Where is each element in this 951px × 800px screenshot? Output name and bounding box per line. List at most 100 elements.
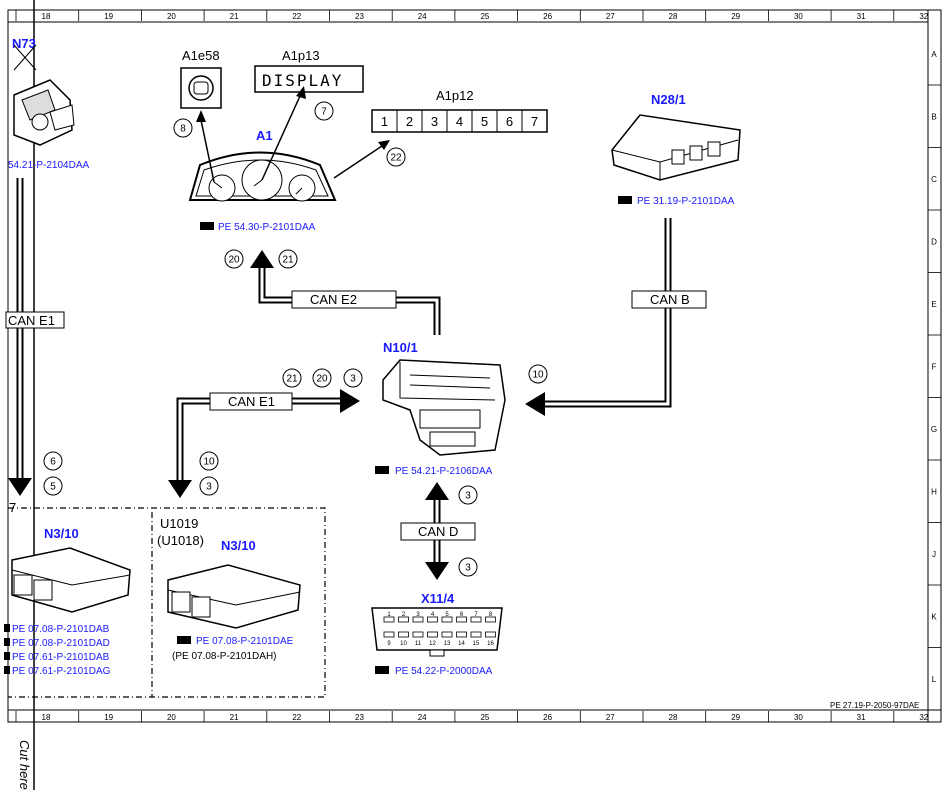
callout-circle	[224, 249, 244, 269]
n3-10-left-ref: PE 07.08-P-2101DAD	[12, 638, 110, 649]
segment-digit: 5	[481, 114, 488, 129]
callout-number: 10	[203, 457, 215, 468]
callout-circle	[282, 368, 302, 388]
can-b-line: CAN B	[525, 218, 707, 416]
callout-circle	[278, 249, 298, 269]
pin-number: 6	[460, 612, 464, 618]
callout-number: 6	[50, 457, 56, 468]
grid-col-label: 22	[292, 12, 301, 21]
grid-row-label: F	[932, 363, 937, 372]
pin-number: 2	[402, 612, 406, 618]
pin-number: 7	[474, 612, 478, 618]
n73-ignition-switch: N73 54.21-P-2104DAA	[8, 36, 89, 171]
grid-col-label: 21	[230, 12, 239, 21]
callout-circle	[458, 557, 478, 577]
pin-number: 10	[400, 641, 407, 647]
ref-book-icon	[618, 196, 632, 204]
a1e58: A1e58	[180, 48, 222, 109]
grid-row-label: H	[931, 488, 937, 497]
callout-circle	[386, 147, 406, 167]
can-e2-label: CAN E2	[310, 292, 357, 307]
callout-number: 21	[282, 255, 294, 266]
grid-col-label: 27	[606, 713, 615, 722]
pin-number: 13	[444, 641, 451, 647]
grid-col-label: 18	[42, 12, 51, 21]
callout-circle	[314, 101, 334, 121]
grid-col-label: 24	[418, 713, 427, 722]
grid-col-label: 20	[167, 713, 176, 722]
can-d-line: CAN D	[400, 482, 476, 580]
grid-col-label: 19	[104, 713, 113, 722]
ref-book-icon	[4, 652, 10, 660]
callout-circle	[43, 476, 63, 496]
x11-4-ref: PE 54.22-P-2000DAA	[395, 666, 493, 677]
n10-1-sam: N10/1 PE 54.21-P-2106DAA	[375, 340, 506, 477]
grid-col-label: 27	[606, 12, 615, 21]
callout-number: 7	[321, 107, 327, 118]
grid-row-label: C	[931, 175, 937, 184]
segment-digit: 2	[406, 114, 413, 129]
cut-here-text: Cut here	[17, 740, 32, 790]
grid-col-label: 30	[794, 713, 803, 722]
grid-col-label: 23	[355, 12, 364, 21]
a1e58-label: A1e58	[182, 48, 220, 63]
x11-4-label: X11/4	[421, 591, 455, 606]
n3-10-right-label: N3/10	[221, 538, 256, 553]
grid-col-label: 32	[919, 12, 928, 21]
callout-number: 22	[390, 153, 402, 164]
ref-book-icon	[4, 624, 10, 632]
grid-col-label: 25	[480, 713, 489, 722]
callout-number: 20	[228, 255, 240, 266]
variant-u1018: (U1018)	[157, 533, 204, 548]
n3-10-left-ref: PE 07.61-P-2101DAG	[12, 666, 111, 677]
grid-col-label: 24	[418, 12, 427, 21]
pin-number: 12	[429, 641, 436, 647]
ref-book-icon	[375, 666, 389, 674]
grid-row-label: B	[931, 113, 936, 122]
callout-circle	[458, 485, 478, 505]
drawing-number: PE 27.19-P-2050-97DAE	[830, 701, 919, 710]
callout-number: 3	[465, 563, 471, 574]
pin-number: 4	[431, 612, 435, 618]
grid-col-label: 21	[230, 713, 239, 722]
segment-digit: 6	[506, 114, 513, 129]
callout-number: 21	[286, 374, 298, 385]
n3-10-right-ref-2: (PE 07.08-P-2101DAH)	[172, 651, 277, 662]
ref-book-icon	[4, 666, 10, 674]
callout-number: 3	[206, 482, 212, 493]
pin-number: 1	[387, 612, 391, 618]
n3-10-right-ref-1: PE 07.08-P-2101DAE	[196, 636, 294, 647]
ref-book-icon	[200, 222, 214, 230]
n3-10-left-ref: PE 07.08-P-2101DAB	[12, 624, 110, 635]
callout-number: 8	[180, 124, 186, 135]
grid-col-label: 26	[543, 713, 552, 722]
grid-col-label: 18	[42, 713, 51, 722]
n3-10-right-ecu: U1019 (U1018) N3/10 PE 07.08-P-2101DAE (…	[157, 516, 301, 662]
display-text: DISPLAY	[262, 71, 343, 90]
can-b-label: CAN B	[650, 292, 690, 307]
grid-col-label: 28	[669, 12, 678, 21]
pin-number: 14	[458, 641, 465, 647]
grid-col-label: 29	[731, 713, 740, 722]
grid-col-label: 28	[669, 713, 678, 722]
n73-ref: 54.21-P-2104DAA	[8, 160, 89, 171]
grid-row-label: A	[931, 50, 937, 59]
can-e1-left-label: CAN E1	[8, 313, 55, 328]
callout-circle	[312, 368, 332, 388]
a1p13: A1p13 DISPLAY	[254, 48, 364, 93]
grid-col-label: 31	[857, 713, 866, 722]
segment-digit: 3	[431, 114, 438, 129]
a1-label: A1	[256, 128, 273, 143]
can-e1-left-line: CAN E1	[5, 178, 65, 496]
pin-number: 8	[489, 612, 493, 618]
callout-circle	[43, 451, 63, 471]
pin-number: 16	[487, 641, 494, 647]
grid-row-label: L	[932, 675, 937, 684]
grid-row-label: D	[931, 238, 937, 247]
grid-col-label: 32	[919, 713, 928, 722]
